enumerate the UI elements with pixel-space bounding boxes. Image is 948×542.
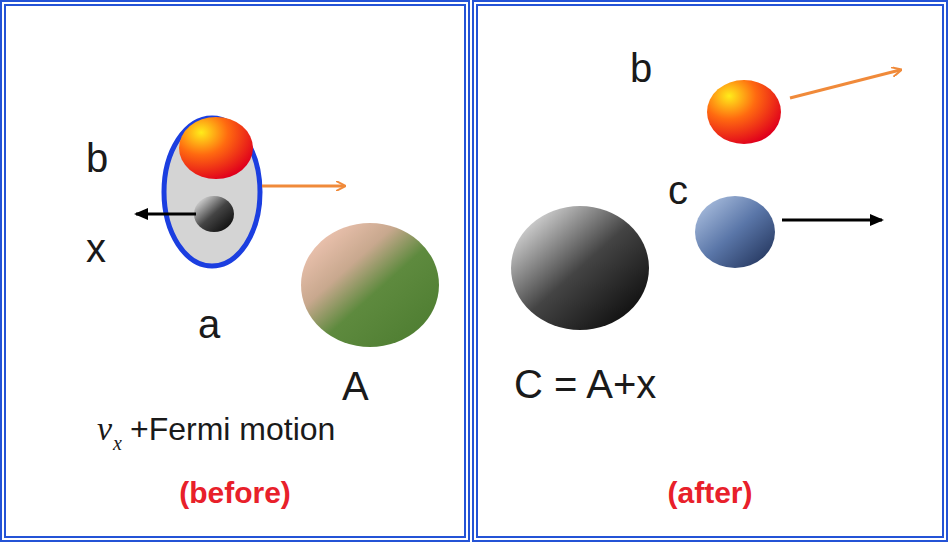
panel: (before) bbox=[0, 0, 470, 542]
particle-label: b bbox=[86, 136, 108, 180]
motion-note: +Fermi motion bbox=[130, 412, 335, 447]
particle-b bbox=[179, 117, 253, 179]
panel-caption: (before) bbox=[179, 476, 291, 510]
velocity-symbol: v bbox=[97, 410, 112, 447]
particle-x bbox=[194, 196, 234, 232]
particle-label: c bbox=[668, 168, 688, 212]
panel-caption: (after) bbox=[667, 476, 752, 510]
velocity-arrow bbox=[262, 185, 344, 188]
particle-b bbox=[707, 80, 781, 144]
velocity-subscript: x bbox=[113, 432, 122, 454]
particle-c bbox=[695, 196, 775, 268]
particle-label: A bbox=[342, 364, 369, 408]
panel: (after) bbox=[472, 0, 948, 542]
equation-label: C = A+x bbox=[514, 362, 656, 406]
target-nucleus bbox=[301, 223, 439, 347]
velocity-arrow bbox=[790, 70, 900, 98]
momentum-arrow bbox=[136, 213, 196, 216]
particle-label: a bbox=[198, 302, 220, 346]
momentum-arrow bbox=[782, 219, 882, 222]
particle-label: b bbox=[630, 46, 652, 90]
particle-label: x bbox=[86, 226, 106, 270]
projectile-ellipse bbox=[164, 118, 260, 266]
residual-nucleus bbox=[511, 206, 649, 330]
